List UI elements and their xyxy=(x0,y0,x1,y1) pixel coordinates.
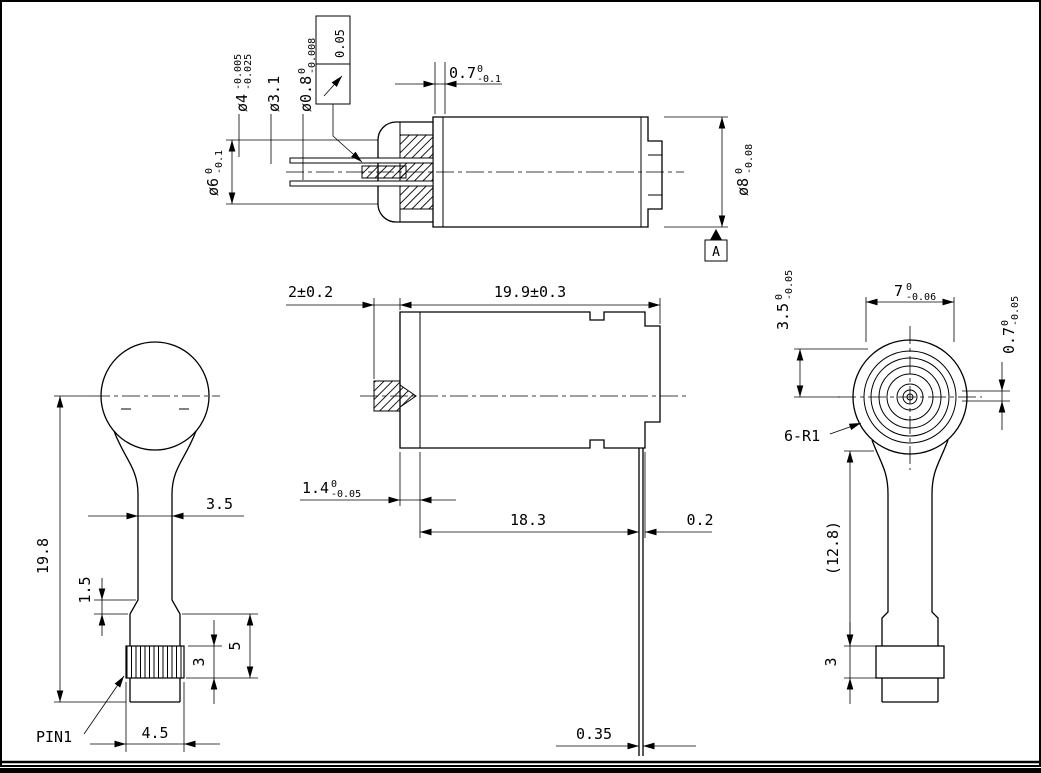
datum-a: A xyxy=(704,229,728,262)
datum-letter: A xyxy=(712,245,720,260)
section-view: ø4 -0.005 -0.025 ø3.1 ø0.8 0 -0.008 0.05 xyxy=(204,15,755,262)
dim-body-length: 18.3 xyxy=(419,511,640,536)
slot-width-upper-tol: 0 xyxy=(1000,320,1011,326)
corner-radius-callout: 6-R1 xyxy=(784,422,862,445)
pin-callout: PIN1 xyxy=(36,675,125,746)
pin-contact-lower xyxy=(289,180,434,187)
pin-leader xyxy=(83,675,125,735)
dim-knurl-width: 4.5 xyxy=(90,682,220,752)
side-body-outline xyxy=(399,311,661,449)
dim-lead-thickness: 0.35 xyxy=(556,725,696,750)
dim-dia4-label: ø4 -0.005 -0.025 xyxy=(233,54,254,112)
tip-cone-hatch xyxy=(399,384,417,408)
dim-collar-width: 1.4 0 -0.05 xyxy=(300,452,456,538)
dia6-value: ø6 xyxy=(204,178,222,196)
head-width-lower-tol: -0.06 xyxy=(906,292,936,303)
dim-lead-gap: 0.2 xyxy=(644,452,714,538)
dim-head-width: 7 0 -0.06 xyxy=(865,282,955,342)
side-view: 2±0.2 19.9±0.3 1.4 0 -0.05 18.3 xyxy=(286,283,714,756)
runout-value: 0.05 xyxy=(333,29,347,58)
dia8-lower-tol: -0.08 xyxy=(744,144,755,174)
center-offset-upper-tol: 0 xyxy=(774,294,785,300)
dim-dia08-label: ø0.8 0 -0.008 xyxy=(297,38,318,112)
datum-triangle-icon xyxy=(710,229,722,240)
corner-radii-value: 6-R1 xyxy=(784,427,820,445)
dia08-upper-tol: 0 xyxy=(297,68,308,74)
dim-slot-width: 0.7 0 -0.05 xyxy=(962,296,1021,430)
len07-lower-tol: -0.1 xyxy=(477,74,501,85)
stem-right-edge xyxy=(171,430,197,646)
dia31-value: ø3.1 xyxy=(265,76,283,112)
knurl-height-value: 3 xyxy=(190,657,208,666)
dim-tip-length: 2±0.2 xyxy=(286,283,400,379)
dim-step-height: 1.5 xyxy=(76,576,136,636)
stem-left-edge xyxy=(113,430,139,646)
slot-width-value: 0.7 xyxy=(1000,327,1018,354)
collar-upper-tol: 0 xyxy=(331,479,337,490)
dia4-upper-tol: -0.005 xyxy=(233,54,244,90)
runout-symbol-icon xyxy=(323,75,343,97)
pin-label: PIN1 xyxy=(36,728,72,746)
overall-height-value: 19.8 xyxy=(34,538,52,574)
lead-gap-value: 0.2 xyxy=(686,511,713,529)
dia6-upper-tol: 0 xyxy=(204,168,215,174)
tip-length-value: 2±0.2 xyxy=(288,283,333,301)
head-width-upper-tol: 0 xyxy=(906,282,912,293)
datum-square xyxy=(704,239,728,262)
runout-frame: 0.05 xyxy=(315,15,363,163)
dia4-value: ø4 xyxy=(233,94,251,112)
base-height-value: 3 xyxy=(822,657,840,666)
collar-lower-tol: -0.05 xyxy=(331,489,361,500)
slot-width-lower-tol: -0.05 xyxy=(1010,296,1021,326)
end-base-band xyxy=(875,645,945,679)
body-length-value: 18.3 xyxy=(510,511,546,529)
corner-radius-leader xyxy=(829,422,862,435)
dim-lower-section: 5 xyxy=(182,613,258,679)
knurl-band xyxy=(125,645,185,679)
dia08-lower-tol: -0.008 xyxy=(307,38,318,74)
knurl-width-value: 4.5 xyxy=(141,724,168,742)
end-stem-right xyxy=(931,439,949,646)
len07-upper-tol: 0 xyxy=(477,64,483,75)
dim-overall-height: 19.8 xyxy=(34,395,126,703)
dia4-lower-tol: -0.025 xyxy=(243,54,254,90)
dim-dia31-label: ø3.1 xyxy=(265,76,283,112)
dim-len07: 0.7 0 -0.1 xyxy=(395,62,502,114)
head-width-value: 7 xyxy=(894,282,903,300)
dim-knurl-height: 3 xyxy=(186,620,258,704)
len07-value: 0.7 xyxy=(449,64,476,82)
pin-contact-upper xyxy=(289,157,434,164)
end-center-pin xyxy=(906,393,914,401)
dim-stem-length: (12.8) xyxy=(824,450,878,647)
dim-base-height: 3 xyxy=(822,622,878,704)
lower-section-value: 5 xyxy=(226,641,244,650)
runout-leader xyxy=(332,104,363,163)
end-stem-left xyxy=(871,439,889,646)
collar-width-value: 1.4 xyxy=(302,479,329,497)
end-view: 3.5 0 -0.05 7 0 -0.06 0.7 0 xyxy=(774,270,1021,704)
dim-stem-width: 3.5 xyxy=(88,495,244,520)
stem-length-value: (12.8) xyxy=(824,521,842,575)
stem-width-value: 3.5 xyxy=(206,495,233,513)
center-offset-lower-tol: -0.05 xyxy=(784,270,795,300)
dim-overall-length: 19.9±0.3 xyxy=(399,283,661,324)
center-offset-value: 3.5 xyxy=(774,303,792,330)
dia6-lower-tol: -0.1 xyxy=(214,150,225,174)
dia8-upper-tol: 0 xyxy=(734,168,745,174)
lead-thickness-value: 0.35 xyxy=(576,725,612,743)
overall-length-value: 19.9±0.3 xyxy=(494,283,566,301)
connector-body-outline xyxy=(432,116,663,228)
tip-hatch xyxy=(373,380,401,412)
dia8-value: ø8 xyxy=(734,178,752,196)
center-sleeve-hatch xyxy=(361,165,407,179)
dia08-value: ø0.8 xyxy=(297,76,315,112)
dim-dia6: ø6 0 -0.1 xyxy=(204,139,378,205)
end-outer-ring xyxy=(852,339,968,455)
dim-dia8: ø8 0 -0.08 xyxy=(664,116,755,228)
step-height-value: 1.5 xyxy=(76,576,94,603)
front-view: 19.8 3.5 1.5 xyxy=(34,341,258,752)
dim-center-offset: 3.5 0 -0.05 xyxy=(774,270,868,398)
